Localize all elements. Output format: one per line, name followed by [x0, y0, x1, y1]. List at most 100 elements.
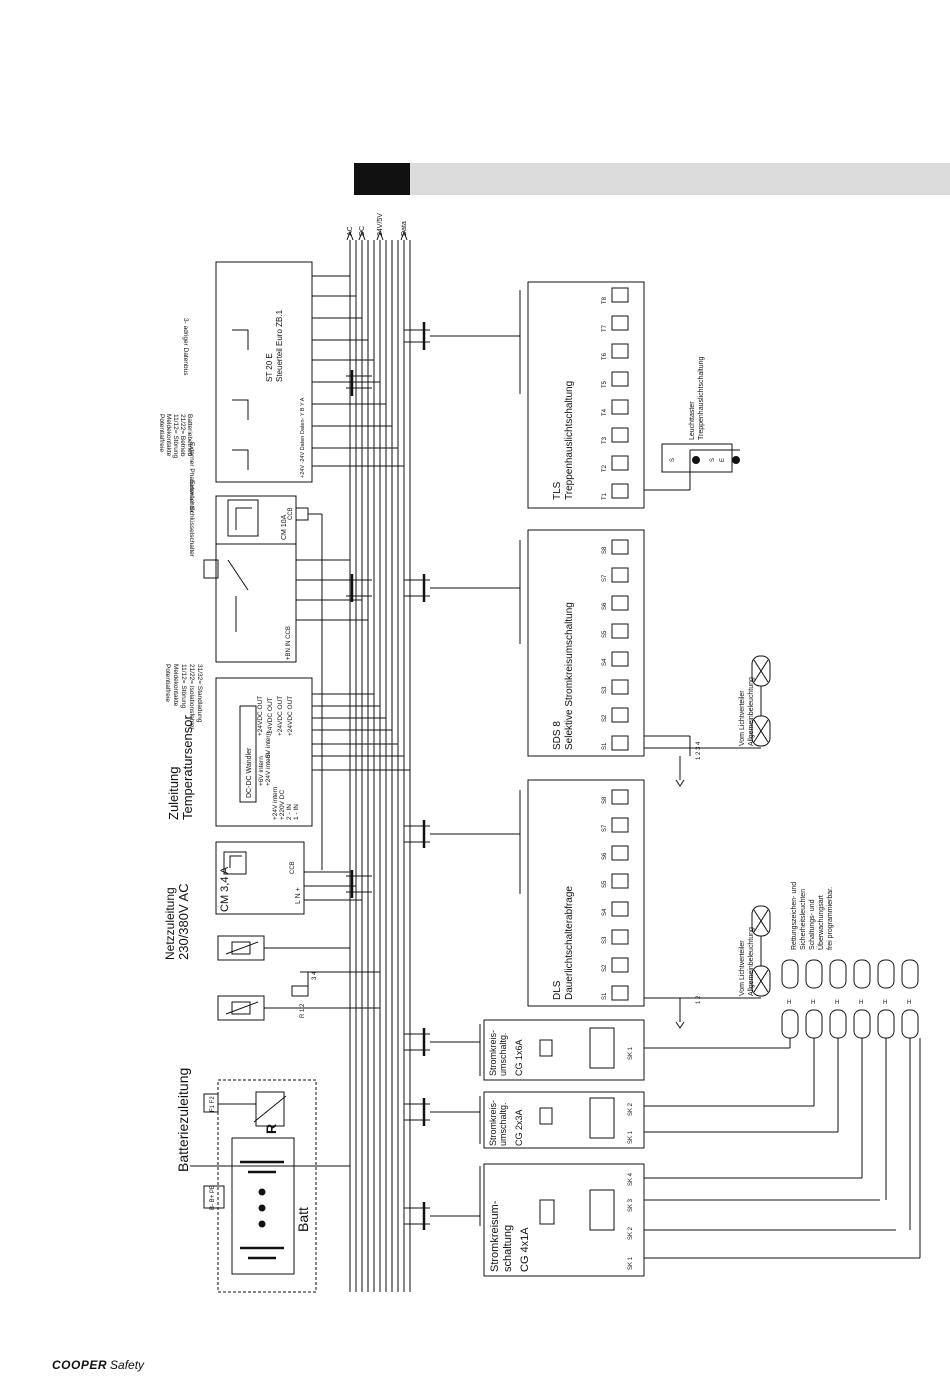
luminaire-note-line: Schaltungs- und [809, 899, 816, 950]
bus-label-dc: DC [359, 226, 366, 236]
battery-label: Batt [295, 1207, 311, 1232]
cg4-output: SK 4 [628, 1172, 634, 1186]
luminaire-note-line: frei programmierbar. [827, 887, 834, 950]
cm10-label: CM 10A [281, 514, 288, 540]
dcdc-item: +24V intern [265, 752, 272, 786]
mains-line2: 230/380V AC [176, 883, 191, 960]
tls-channel: T8 [602, 296, 608, 304]
dcdc-item: +220V DC [279, 790, 286, 820]
luminaire-mark: H [835, 1000, 839, 1006]
section-header-tab [354, 163, 410, 195]
cg2-line1: Stromkreis- [488, 1100, 498, 1146]
dcdc-out: +24VDC OUT [277, 696, 284, 736]
luminaire-note-line: Überwachungsart [817, 895, 825, 950]
tls-channel: T5 [602, 380, 608, 388]
dls-relay-pins: 1 2 [696, 995, 702, 1004]
cg4-output: SK 2 [628, 1226, 634, 1240]
bus-labels: AC DC 24V/5V Data [347, 213, 408, 236]
bus-label-ac: AC [347, 226, 354, 236]
luminaire-marks: H H H H H H [787, 1000, 911, 1006]
luminaire-note-line: Rettungszeichen- und [791, 882, 798, 950]
temp-bridge: 3 4 [312, 971, 318, 980]
cg2-output: SK 2 [628, 1102, 634, 1116]
dls-channel: S1 [602, 992, 608, 1000]
dls-feed2: Allgemeinbeleuchtung [748, 927, 755, 996]
cg1-code: CG 1x6A [514, 1039, 524, 1076]
dls-channel: S2 [602, 964, 608, 972]
cg4-module [483, 1163, 645, 1277]
cg4-output: SK 3 [628, 1198, 634, 1212]
luminaire-note: Rettungszeichen- und Sicherheitsleuchten… [791, 882, 834, 950]
cg2-code: CG 2x3A [514, 1109, 524, 1146]
cm10-ccb: CCB [288, 507, 294, 520]
sds-channel-labels: S1 S2 S3 S4 S5 S6 S7 S8 [602, 546, 608, 750]
tls-switch-e: E [720, 458, 726, 462]
sds-name: Selektive Stromkreisumschaltung [564, 602, 575, 750]
cg1-output: SK 1 [628, 1046, 634, 1060]
sds-relay-pins: 1 2 3 4 [696, 741, 702, 760]
dcdc-out: +24VDC OUT [257, 696, 264, 736]
battery-fuse-terminals: F1 F2 [210, 1096, 216, 1112]
bus-label-24v: 24V/5V [377, 213, 384, 236]
dcdc-item: -5V intern [265, 731, 272, 760]
bus-lines [346, 230, 411, 1292]
dls-name: Dauerlichtschalterabfrage [564, 886, 575, 1000]
cm34-terminals: L N + [295, 887, 302, 904]
st20-relay-note: Potentialfreie [158, 414, 165, 452]
cm10-relay-notes: Potentialfreie Meldekontakte 11/12= Stör… [164, 664, 203, 730]
st20-relay-note: 21/22= Betrieb [179, 414, 186, 457]
battery-resistor-label: R [263, 1124, 279, 1134]
sds-feed1: Vom Lichtverteiler [739, 690, 746, 746]
dls-code: DLS [552, 980, 563, 1000]
dcdc-module [215, 677, 313, 827]
brand-suffix: Safety [110, 1358, 145, 1372]
cg2-output: SK 1 [628, 1130, 634, 1144]
cm10-note: 21/22= Isolationsfehler [188, 664, 195, 730]
dcdc-right-items: +24VDC OUT -24VDC OUT +24VDC OUT +24VDC … [257, 696, 294, 736]
cm34-label: CM 3,4 A [219, 866, 231, 912]
cg4-output: SK 1 [628, 1256, 634, 1270]
cm10-note: Meldekontakte [172, 664, 179, 707]
st20-terminals: +24V -24V Daten Daten- Y B Y A [300, 397, 306, 478]
cm10-note: 11/12= Störung [180, 664, 187, 709]
sds-channel: S2 [602, 714, 608, 722]
st20-subtitle: Steuerteil Euro ZB.1 [275, 309, 284, 382]
dls-channel: S5 [602, 880, 608, 888]
mains-line1: Netzzuleitung [163, 887, 177, 960]
dls-channel-labels: S1 S2 S3 S4 S5 S6 S7 S8 [602, 796, 608, 1000]
sds-channel: S4 [602, 658, 608, 666]
sds-channel: S3 [602, 686, 608, 694]
tls-button-note2: Treppenhauslichtschaltung [698, 356, 705, 440]
bus-label-data: Data [401, 221, 408, 236]
temp-resistor-R [255, 1091, 285, 1127]
cg1-module [483, 1019, 645, 1081]
dcdc-item: +6V intern [258, 756, 265, 786]
temp-terminals: R 1 2 [300, 1003, 306, 1018]
dcdc-item: 2 - IN [286, 804, 293, 820]
cm34-module [215, 841, 305, 915]
tls-channel-labels: T1 T2 T3 T4 T5 T6 T7 T8 [602, 296, 608, 500]
tls-channel: T7 [602, 324, 608, 332]
tls-code: TLS [552, 481, 563, 500]
tls-switch-s1: S [670, 458, 676, 462]
cm10-note: 31/32= Standladung [196, 664, 203, 723]
dls-module [527, 779, 645, 1007]
luminaire-note-line: Sicherheitsleuchten [800, 889, 807, 950]
cm10-note: Potentialfreie [164, 664, 171, 702]
luminaire-mark: H [859, 1000, 863, 1006]
sds-channel: S8 [602, 546, 608, 554]
module-channel-cells [611, 287, 629, 1001]
st20-bus-note: 3- adriger Datenbus [182, 318, 189, 376]
tls-module [527, 281, 645, 509]
st20-relay-note: 11/12= Störung [172, 414, 179, 459]
tls-channel: T6 [602, 352, 608, 360]
dcdc-out: -24VDC OUT [267, 697, 274, 736]
cg2-module [483, 1091, 645, 1149]
sds-channel: S5 [602, 630, 608, 638]
tls-switch-s2: S [710, 458, 716, 462]
luminaire-mark: H [811, 1000, 815, 1006]
dcdc-item: 1 - IN [293, 804, 300, 820]
dls-feed1: Vom Lichtverteiler [739, 940, 746, 996]
